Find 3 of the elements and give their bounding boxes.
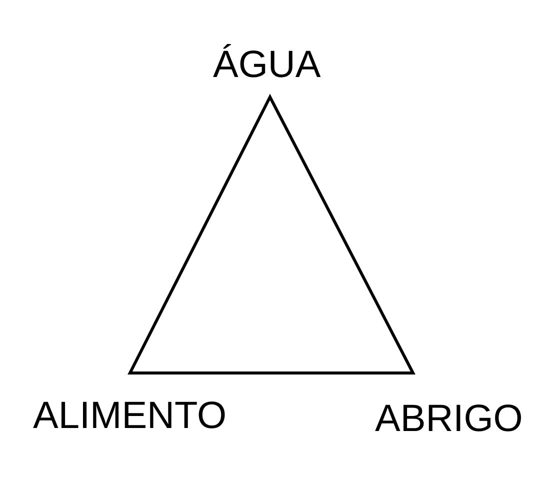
- corner-label: ALIMENTO: [33, 397, 227, 435]
- corner-label: ABRIGO: [375, 400, 523, 438]
- corner-label: ÁGUA: [213, 46, 321, 84]
